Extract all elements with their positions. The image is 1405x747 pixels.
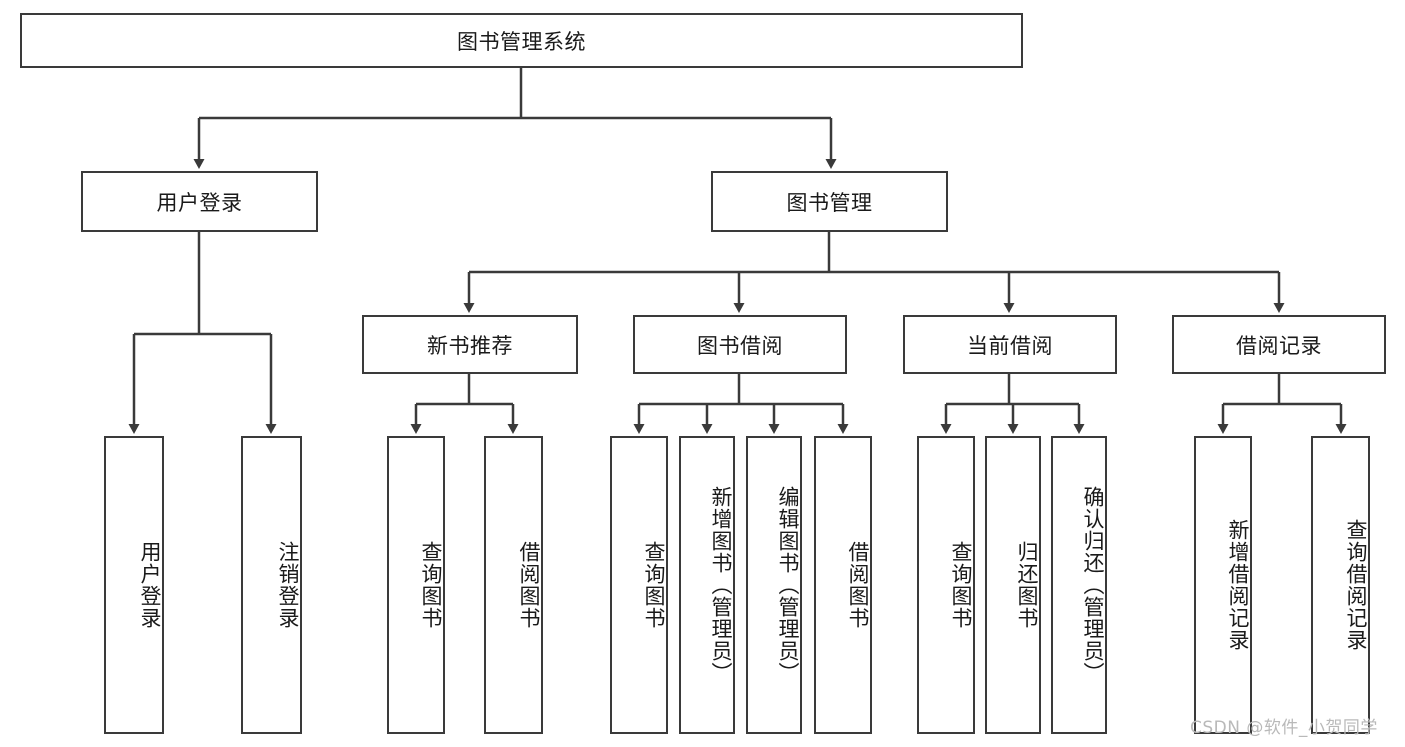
leaf-confirm-return[interactable]: 确认归还（管理员） [1051, 436, 1107, 734]
leaf-add-book-label: 新增图书（管理员） [709, 486, 733, 684]
leaf-query-book-current[interactable]: 查询图书 [917, 436, 975, 734]
node-new-book-recommend-label: 新书推荐 [427, 333, 513, 358]
leaf-query-book-current-label: 查询图书 [949, 541, 973, 629]
leaf-edit-book[interactable]: 编辑图书（管理员） [746, 436, 802, 734]
watermark: CSDN @软件_小贺同学 [1190, 718, 1378, 738]
leaf-query-book-recommend[interactable]: 查询图书 [387, 436, 445, 734]
node-book-manage-label: 图书管理 [786, 190, 873, 215]
leaf-add-borrow-record-label: 新增借阅记录 [1226, 519, 1250, 651]
leaf-query-book-recommend-label: 查询图书 [419, 541, 443, 629]
leaf-edit-book-label: 编辑图书（管理员） [776, 486, 800, 684]
leaf-query-book-borrow[interactable]: 查询图书 [610, 436, 668, 734]
node-current-borrow[interactable]: 当前借阅 [903, 315, 1117, 374]
node-user-login-label: 用户登录 [156, 190, 243, 215]
node-root[interactable]: 图书管理系统 [20, 13, 1023, 68]
node-user-login[interactable]: 用户登录 [81, 171, 318, 232]
node-book-borrow-label: 图书借阅 [697, 333, 783, 358]
leaf-add-borrow-record[interactable]: 新增借阅记录 [1194, 436, 1252, 734]
leaf-logout-label: 注销登录 [276, 541, 300, 629]
leaf-add-book[interactable]: 新增图书（管理员） [679, 436, 735, 734]
leaf-borrow-book-recommend[interactable]: 借阅图书 [484, 436, 543, 734]
leaf-confirm-return-label: 确认归还（管理员） [1081, 486, 1105, 684]
node-book-manage[interactable]: 图书管理 [711, 171, 948, 232]
leaf-borrow-book-label: 借阅图书 [846, 541, 870, 629]
leaf-query-borrow-record-label: 查询借阅记录 [1344, 519, 1368, 651]
leaf-logout[interactable]: 注销登录 [241, 436, 302, 734]
leaf-borrow-book-recommend-label: 借阅图书 [517, 541, 541, 629]
node-root-label: 图书管理系统 [457, 29, 586, 54]
node-book-borrow[interactable]: 图书借阅 [633, 315, 847, 374]
node-borrow-record-label: 借阅记录 [1236, 333, 1322, 358]
leaf-user-login[interactable]: 用户登录 [104, 436, 164, 734]
leaf-return-book[interactable]: 归还图书 [985, 436, 1041, 734]
leaf-borrow-book[interactable]: 借阅图书 [814, 436, 872, 734]
leaf-query-book-borrow-label: 查询图书 [642, 541, 666, 629]
leaf-query-borrow-record[interactable]: 查询借阅记录 [1311, 436, 1370, 734]
leaf-user-login-label: 用户登录 [138, 541, 162, 629]
node-current-borrow-label: 当前借阅 [967, 333, 1053, 358]
leaf-return-book-label: 归还图书 [1015, 541, 1039, 629]
node-new-book-recommend[interactable]: 新书推荐 [362, 315, 578, 374]
node-borrow-record[interactable]: 借阅记录 [1172, 315, 1386, 374]
